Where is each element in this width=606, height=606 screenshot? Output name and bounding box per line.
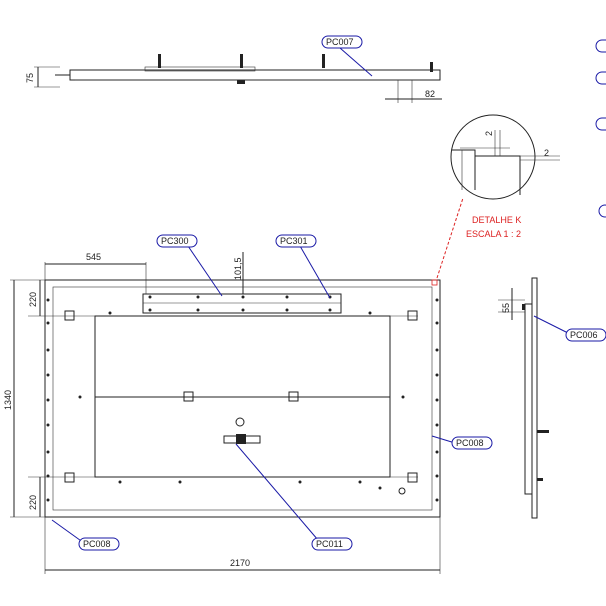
dim-total-height: 1340	[3, 390, 13, 410]
dim-detail-horizontal: 2	[544, 148, 549, 158]
label-pc008-left: PC008	[83, 539, 111, 549]
dim-left-offset: 545	[86, 252, 101, 262]
dim-bar-offset: 101,5	[233, 257, 243, 280]
label-pc008-right: PC008	[456, 438, 484, 448]
front-view: 545 101,5 PC300 PC301 220 1340 220 2170 …	[3, 234, 493, 574]
label-pc006: PC006	[570, 330, 598, 340]
dim-detail-vertical: 2	[484, 131, 494, 136]
detail-title: DETALHE K	[472, 215, 521, 225]
dim-upper-margin: 220	[28, 292, 38, 307]
dim-lower-margin: 220	[28, 495, 38, 510]
label-pc301: PC301	[280, 236, 308, 246]
top-view: 75 82 PC007	[25, 35, 442, 103]
detail-scale: ESCALA 1 : 2	[466, 229, 521, 239]
dim-total-width: 2170	[230, 558, 250, 568]
label-pc007: PC007	[326, 37, 354, 47]
dim-side-offset: 55	[501, 303, 511, 313]
detail-k: 2 2 DETALHE K ESCALA 1 : 2	[436, 114, 560, 279]
dim-top-offset: 82	[425, 89, 435, 99]
side-view: 55 PC006	[498, 277, 606, 519]
label-pc300: PC300	[161, 236, 189, 246]
label-pc011: PC011	[316, 539, 343, 549]
cut-off-right-labels	[595, 39, 606, 218]
dim-top-height: 75	[25, 73, 35, 83]
